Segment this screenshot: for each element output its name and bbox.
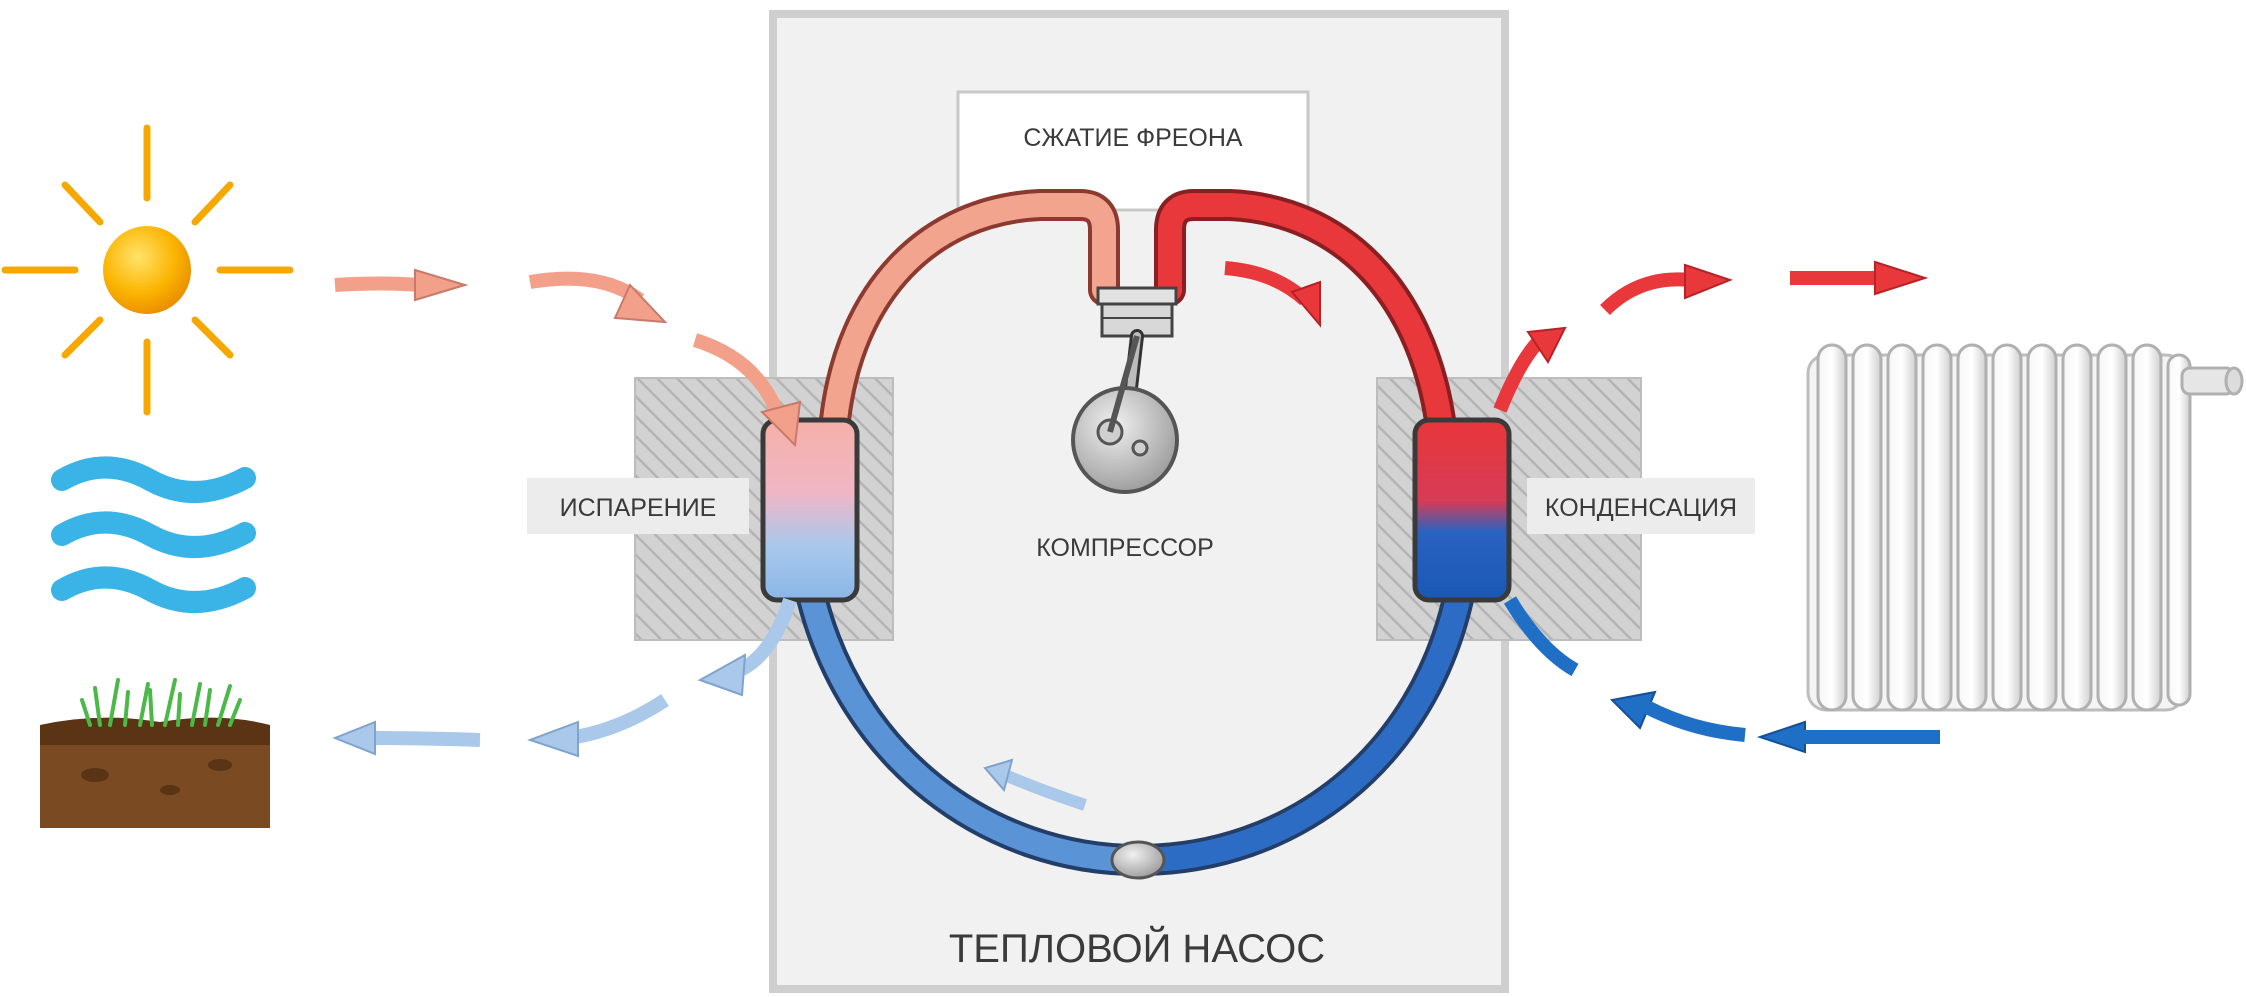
- heat-intake-arrows: [334, 268, 802, 448]
- condensation-label: КОНДЕНСАЦИЯ: [1545, 494, 1737, 522]
- evaporation-label-box: [527, 478, 749, 534]
- sun-icon: [1, 124, 294, 416]
- evaporator: [760, 417, 860, 603]
- radiator-icon: [1806, 343, 2244, 712]
- compression-label: СЖАТИЕ ФРЕОНА: [1023, 124, 1243, 152]
- heat-output-arrows: [1224, 260, 1929, 413]
- ground-icon: [40, 678, 270, 828]
- evaporation-label: ИСПАРЕНИЕ: [560, 494, 717, 522]
- heat-pump-title: ТЕПЛОВОЙ НАСОС: [949, 925, 1325, 971]
- condenser: [1412, 417, 1512, 603]
- condensation-label-box: [1527, 478, 1755, 534]
- compressor-label: КОМПРЕССОР: [1036, 534, 1214, 562]
- cold-inflow-arrows: [1503, 596, 1940, 754]
- loop-flow-arrow: [983, 758, 1087, 811]
- compressor: [1071, 286, 1179, 494]
- cold-return-arrows: [332, 597, 797, 758]
- water-icon: [51, 456, 256, 613]
- expansion-valve: [1110, 840, 1166, 880]
- compression-box: СЖАТИЕ ФРЕОНА: [956, 90, 1310, 212]
